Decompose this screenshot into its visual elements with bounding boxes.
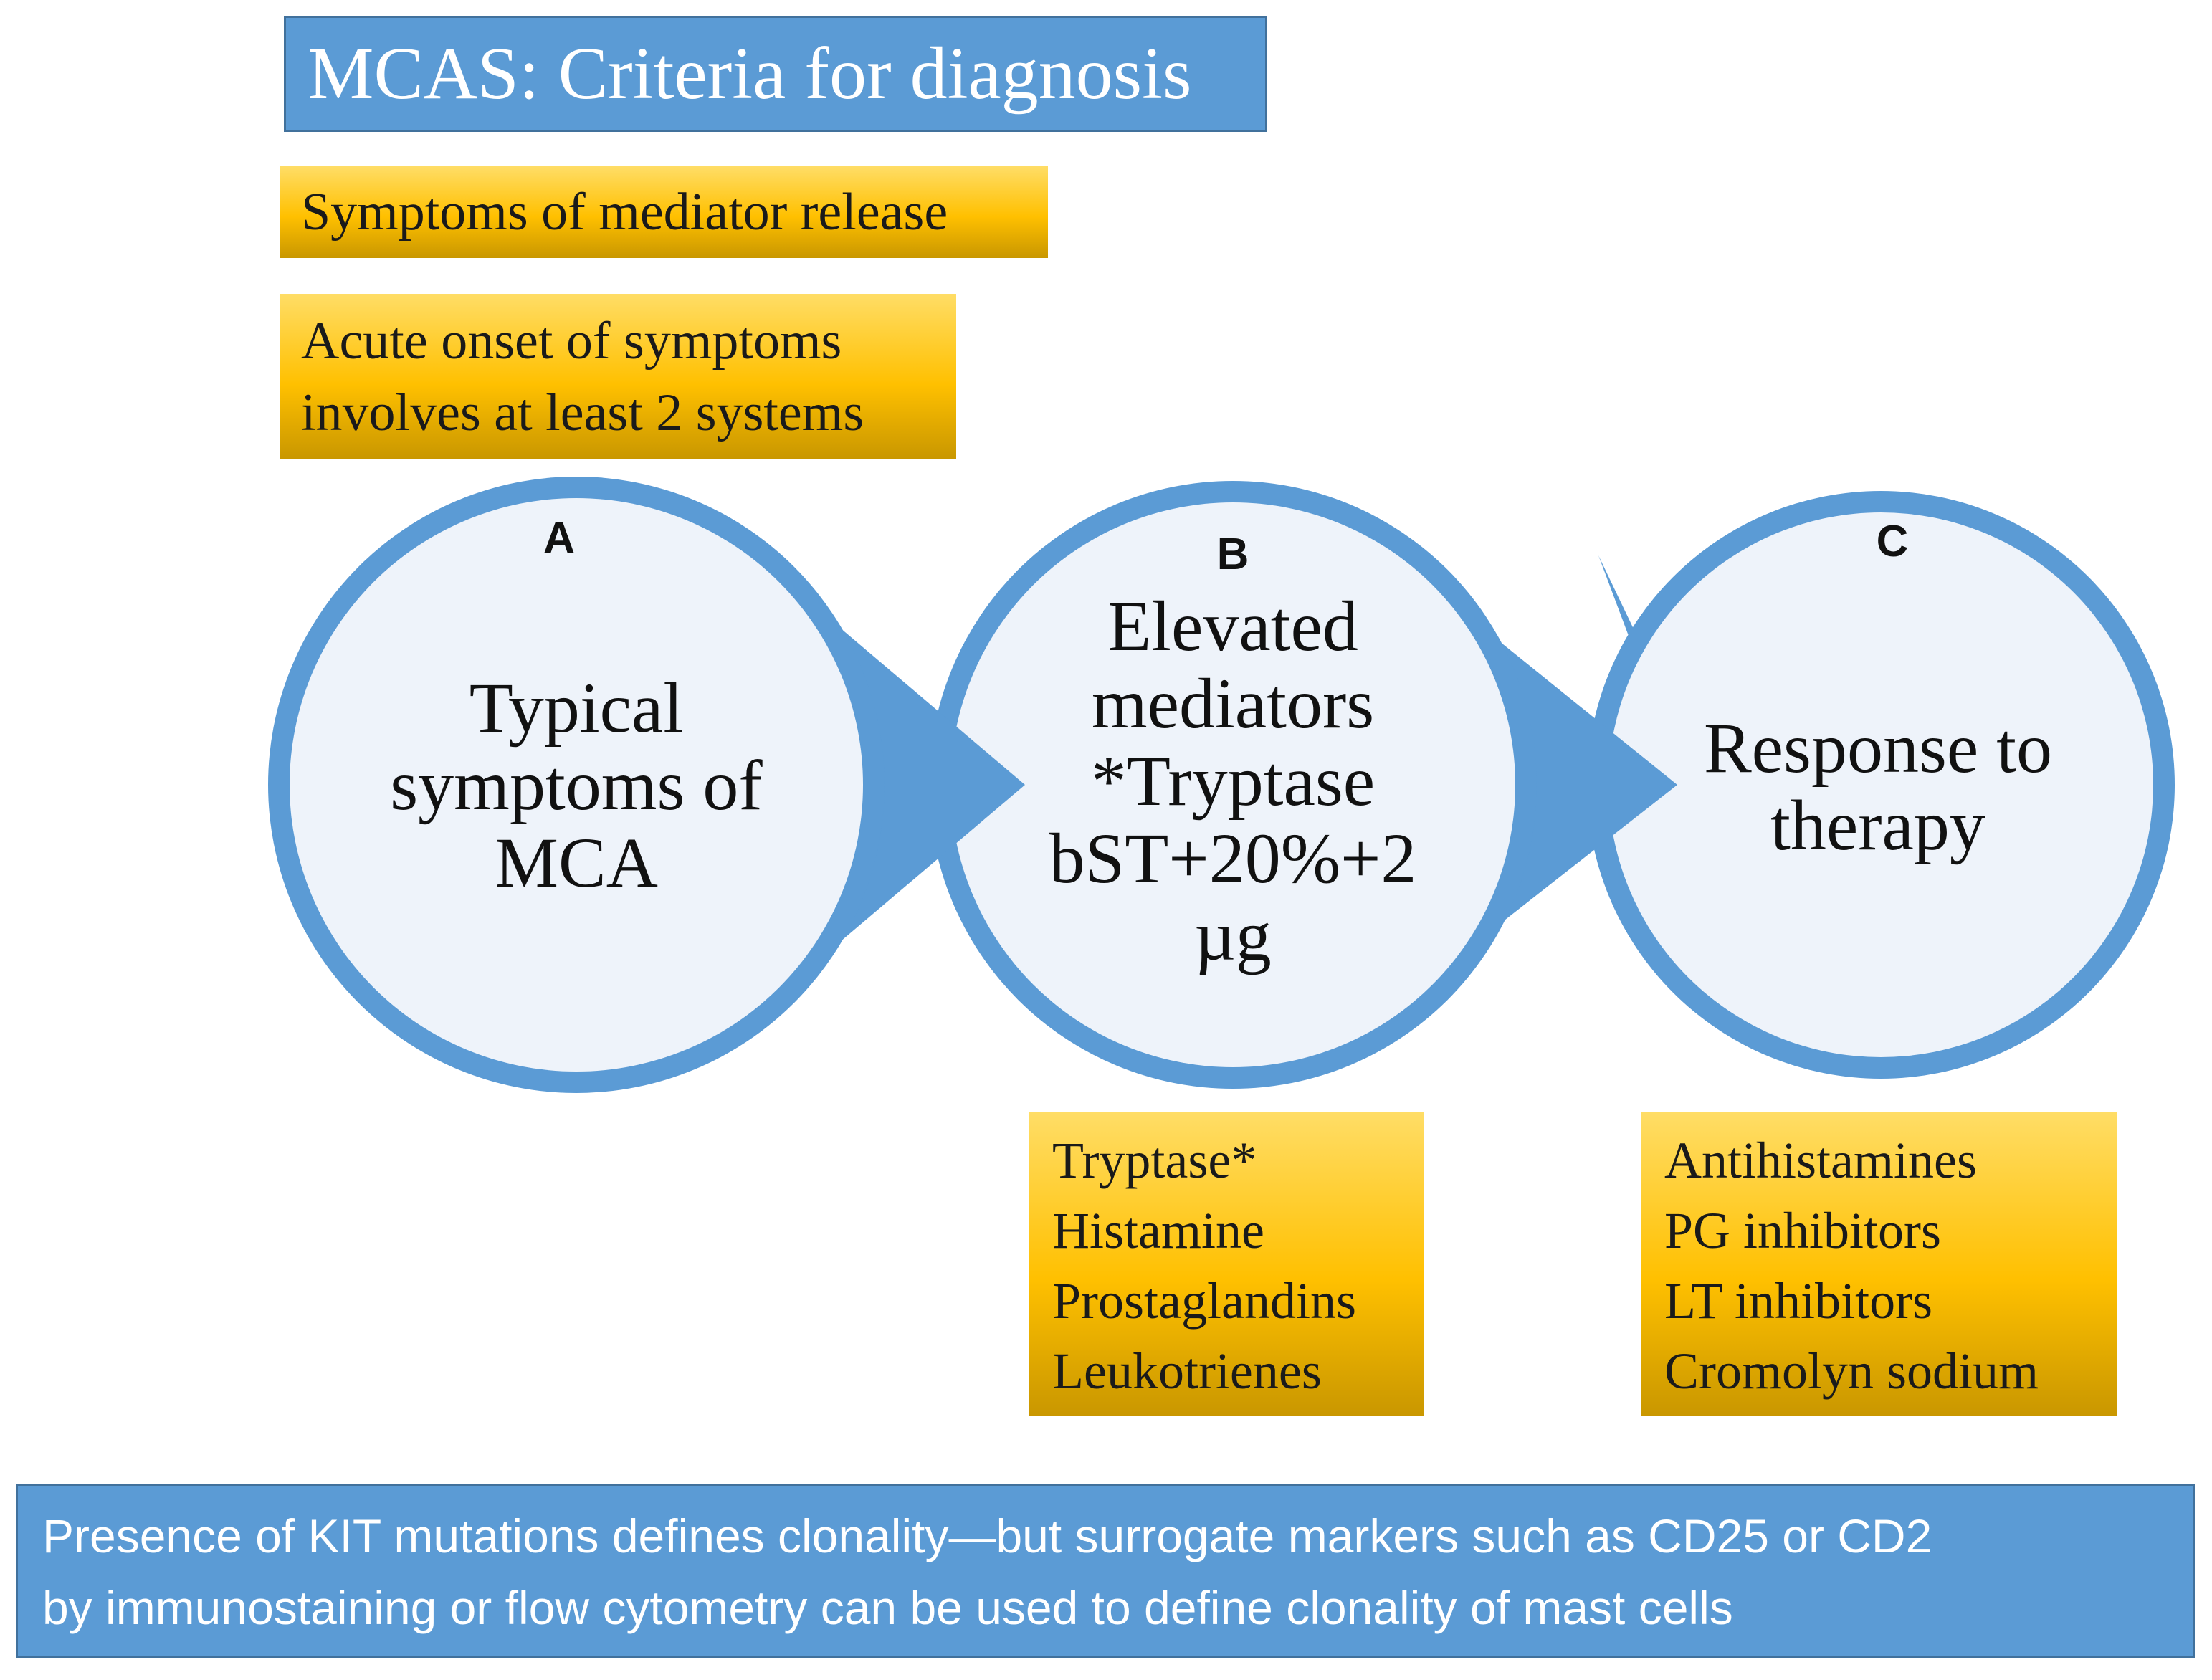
circle-a-line-1: Typical [469,668,684,748]
therapy-item: PG inhibitors [1664,1202,1942,1259]
circle-a-line-3: MCA [495,823,658,902]
circle-b-line-2: mediators [1091,664,1375,743]
circle-c-letter: C [1876,517,1909,566]
circle-b-line-1: Elevated [1107,586,1358,666]
onset-line-2: involves at least 2 systems [301,383,864,442]
criteria-circles [268,477,2175,1093]
onset-line-1: Acute onset of symptoms [301,312,842,371]
circle-b-letter: B [1216,530,1249,579]
mediator-item: Prostaglandins [1052,1272,1356,1330]
circle-b-line-3: *Tryptase [1090,741,1376,821]
clonality-note-line-1: Presence of KIT mutations defines clonal… [42,1509,1932,1562]
diagram-title: MCAS: Criteria for diagnosis [284,16,1267,132]
clonality-note-line-2: by immunostaining or flow cytometry can … [42,1581,1733,1634]
therapy-item: LT inhibitors [1664,1272,1933,1330]
therapy-box: Antihistamines PG inhibitors LT inhibito… [1641,1112,2117,1416]
circle-b-shape [929,481,1677,1089]
therapy-item: Antihistamines [1664,1132,1977,1189]
circle-a-letter: A [543,514,576,563]
mediator-item: Leukotrienes [1052,1342,1322,1400]
circle-b-line-4: bST+20%+2 [1049,818,1417,898]
circle-c-text: Response to therapy [1649,710,2107,864]
circle-b-text: Elevated mediators *Tryptase bST+20%+2 µ… [989,588,1477,975]
mediators-box: Tryptase* Histamine Prostaglandins Leuko… [1029,1112,1424,1416]
clonality-note: Presence of KIT mutations defines clonal… [16,1484,2195,1658]
circle-b-line-5: µg [1194,896,1272,975]
circle-c-line-2: therapy [1770,786,1985,865]
circle-c-shape [1587,491,2175,1079]
mediator-item: Tryptase* [1052,1132,1257,1189]
circle-a-shape [268,477,1025,1093]
symptoms-box: Symptoms of mediator release [280,166,1048,258]
mediator-item: Histamine [1052,1202,1264,1259]
circle-c-line-1: Response to [1703,708,2053,788]
therapy-item: Cromolyn sodium [1664,1342,2039,1400]
onset-box: Acute onset of symptoms involves at leas… [280,294,956,459]
circle-a-line-2: symptoms of [390,745,763,825]
circle-a-text: Typical symptoms of MCA [318,669,834,902]
